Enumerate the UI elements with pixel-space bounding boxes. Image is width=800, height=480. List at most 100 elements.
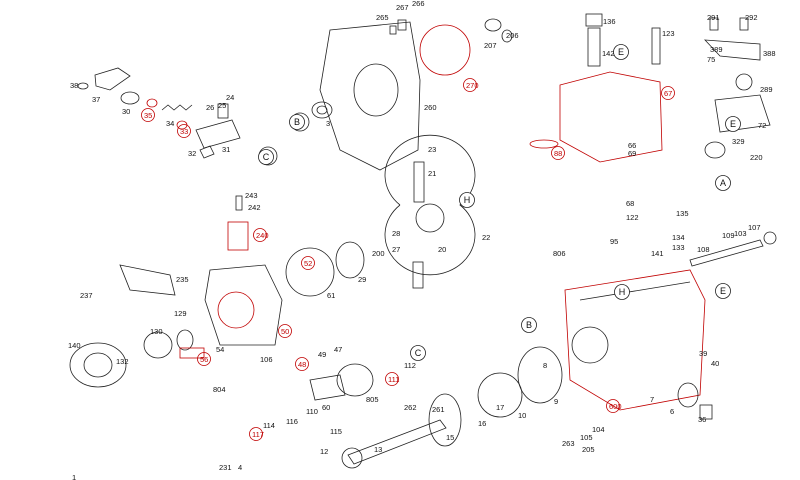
part-label: 108 xyxy=(697,245,710,254)
label-ring xyxy=(295,357,309,371)
part-label: 220 xyxy=(750,153,763,162)
part-label-text: 3 xyxy=(326,119,330,128)
section-callout: E xyxy=(715,283,731,299)
highlighted-part-label-text: 35 xyxy=(144,111,152,120)
highlighted-part-label: 67 xyxy=(661,86,675,100)
label-ring xyxy=(278,324,292,338)
part-label-text: 24 xyxy=(226,93,234,102)
part-label: 38 xyxy=(70,81,78,90)
highlighted-part-label-text: 88 xyxy=(554,149,562,158)
part-label: 110 xyxy=(306,407,318,416)
part-label-text: 115 xyxy=(330,427,342,436)
part-label-text: 22 xyxy=(482,233,490,242)
part-label: 115 xyxy=(330,427,342,436)
part-label-text: 291 xyxy=(707,13,720,22)
highlighted-part-label-text: 270 xyxy=(466,81,479,90)
part-label: 3 xyxy=(326,119,330,128)
part-label-text: 26 xyxy=(206,103,214,112)
callout-ring xyxy=(715,175,731,191)
part-label: 47 xyxy=(334,345,342,354)
part-label: 25 xyxy=(218,101,226,110)
part-label: 242 xyxy=(248,203,261,212)
part-label-text: 30 xyxy=(122,107,130,116)
part-label-text: 38 xyxy=(70,81,78,90)
part-label-text: 267 xyxy=(396,3,409,12)
part-label: 132 xyxy=(116,357,129,366)
part-label-text: 235 xyxy=(176,275,189,284)
callout-letter: E xyxy=(618,47,624,57)
part-label-text: 206 xyxy=(506,31,519,40)
section-callout: H xyxy=(614,284,630,300)
label-ring xyxy=(551,146,565,160)
part-label-text: 104 xyxy=(592,425,605,434)
part-label: 122 xyxy=(626,213,639,222)
part-label-text: 20 xyxy=(438,245,446,254)
part-label: 37 xyxy=(92,95,100,104)
callout-ring xyxy=(715,283,731,299)
section-callout: E xyxy=(725,116,741,132)
part-label: 23 xyxy=(428,145,436,154)
part-label-text: 107 xyxy=(748,223,761,232)
part-label: 291 xyxy=(707,13,720,22)
part-label-text: 28 xyxy=(392,229,400,238)
label-ring xyxy=(661,86,675,100)
part-label-text: 36 xyxy=(698,415,706,424)
part-label-text: 329 xyxy=(732,137,745,146)
part-label: 95 xyxy=(610,237,618,246)
highlighted-part-label: 240 xyxy=(253,228,269,242)
callout-letter: B xyxy=(526,320,532,330)
part-label-text: 142 xyxy=(602,49,615,58)
section-callout: E xyxy=(613,44,629,60)
section-callout: B xyxy=(289,114,305,130)
highlighted-part-label-text: 111 xyxy=(388,375,399,384)
part-label-text: 205 xyxy=(582,445,595,454)
part-label: 103 xyxy=(734,229,747,238)
part-label-text: 260 xyxy=(424,103,437,112)
highlighted-part-label: 88 xyxy=(551,146,565,160)
part-label: 263 xyxy=(562,439,575,448)
part-label-text: 7 xyxy=(650,395,654,404)
highlighted-part-label: 33 xyxy=(177,124,191,138)
part-label-text: 34 xyxy=(166,119,174,128)
part-label: 20 xyxy=(438,245,446,254)
part-label: 7 xyxy=(650,395,654,404)
part-label-text: 242 xyxy=(248,203,261,212)
part-label: 39 xyxy=(699,349,707,358)
part-label-text: 21 xyxy=(428,169,436,178)
callout-ring xyxy=(521,317,537,333)
part-label: 141 xyxy=(651,249,664,258)
highlighted-part-label: 56 xyxy=(197,352,211,366)
part-label-text: 140 xyxy=(68,341,81,350)
section-callout: C xyxy=(258,149,274,165)
highlighted-part-label: 52 xyxy=(301,256,315,270)
part-label: 142 xyxy=(602,49,615,58)
highlighted-part-label: 111 xyxy=(385,372,399,386)
part-label: 105 xyxy=(580,433,593,442)
part-label: 26 xyxy=(206,103,214,112)
part-label-text: 289 xyxy=(760,85,773,94)
part-label: 289 xyxy=(760,85,773,94)
label-ring xyxy=(177,124,191,138)
part-label-text: 12 xyxy=(320,447,328,456)
part-label: 36 xyxy=(698,415,706,424)
section-callout: C xyxy=(410,345,426,361)
highlighted-part-label-text: 56 xyxy=(200,355,208,364)
part-label-text: 17 xyxy=(496,403,504,412)
part-label: 72 xyxy=(758,121,766,130)
part-label: 265 xyxy=(376,13,389,22)
part-label-text: 122 xyxy=(626,213,639,222)
part-label-text: 110 xyxy=(306,407,318,416)
part-label-text: 112 xyxy=(404,361,416,370)
highlighted-part-label: 600 xyxy=(606,399,622,413)
part-label-text: 132 xyxy=(116,357,129,366)
part-label-text: 9 xyxy=(554,397,558,406)
part-label: 15 xyxy=(446,433,454,442)
part-label: 267 xyxy=(396,3,409,12)
part-label: 231 xyxy=(219,463,232,472)
part-label: 123 xyxy=(662,29,675,38)
part-label: 205 xyxy=(582,445,595,454)
part-label-text: 29 xyxy=(358,275,366,284)
part-label: 261 xyxy=(432,405,445,414)
part-label-text: 133 xyxy=(672,243,685,252)
part-label-text: 243 xyxy=(245,191,258,200)
